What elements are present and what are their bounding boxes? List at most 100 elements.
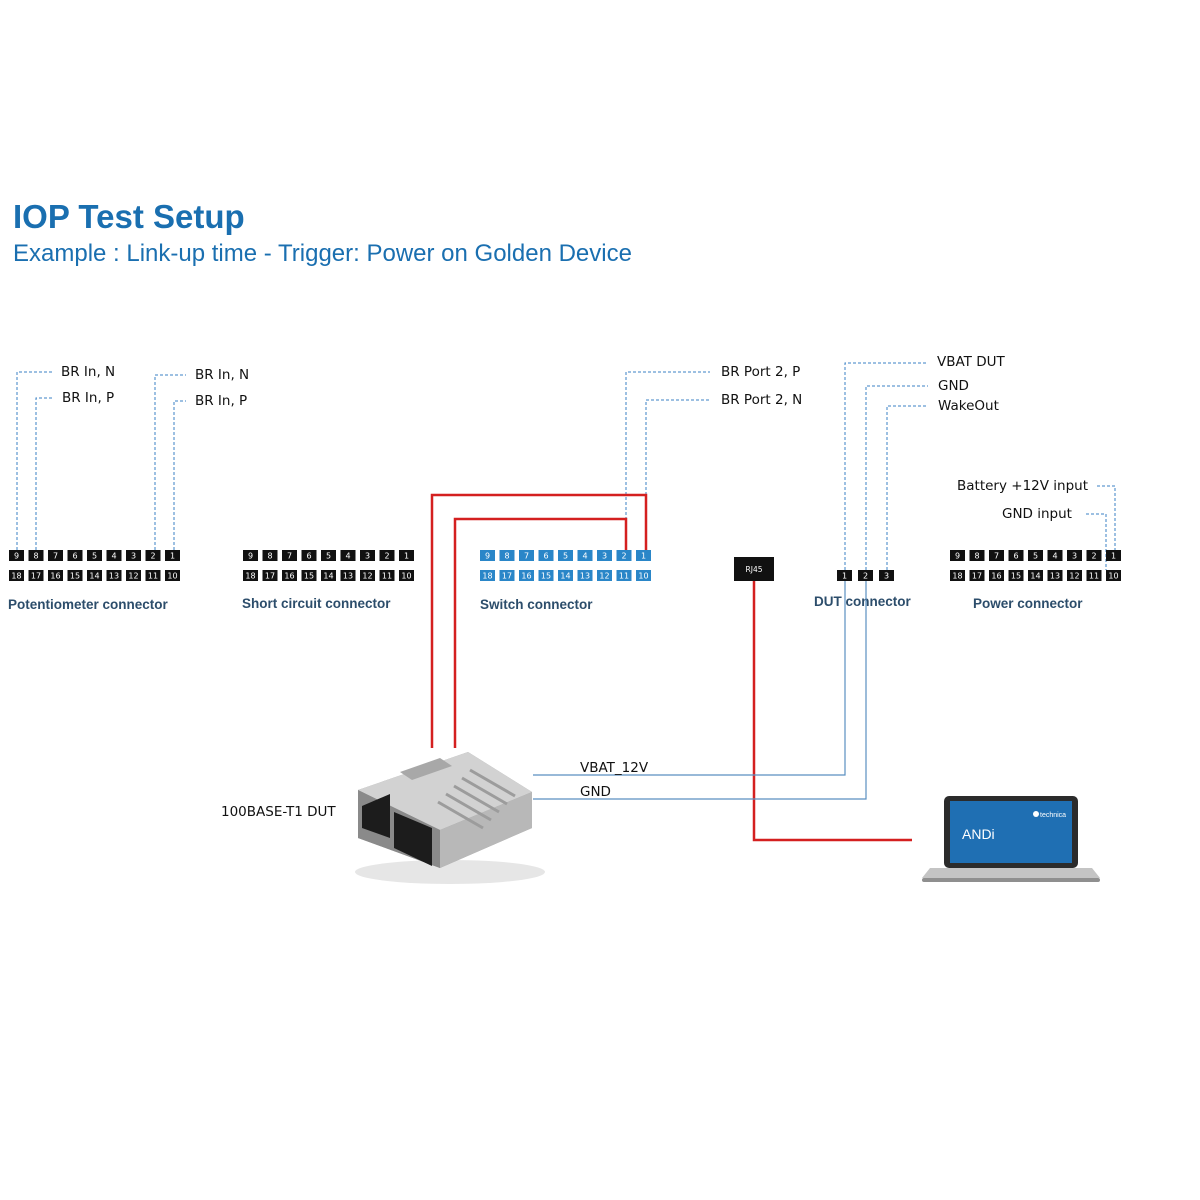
leader-dut-vbat <box>844 362 928 570</box>
short-pin-6-box <box>301 550 317 561</box>
switch-pin-10-box <box>636 570 651 581</box>
switch-pin-14-box <box>558 570 573 581</box>
power-pin-18-box <box>950 570 965 581</box>
power-pin-3: 3 <box>1072 552 1077 561</box>
short-pin-13-box <box>340 570 356 581</box>
pot-pin-18-box <box>9 570 24 581</box>
power-pin-2: 2 <box>1091 552 1096 561</box>
ecu-device-icon <box>355 752 545 884</box>
switch-pin-3-box <box>597 550 612 561</box>
dut-pin-2-box <box>858 570 873 581</box>
pot-pin-5: 5 <box>92 552 97 561</box>
short-pin-9-box <box>243 550 258 561</box>
short-pin-1: 1 <box>404 552 409 561</box>
leader-dut-gnd <box>865 385 928 570</box>
power-pin-9-box <box>950 550 965 561</box>
short-pin-10: 10 <box>401 572 411 581</box>
pot-pin-8-box <box>28 550 44 561</box>
power-pin-16: 16 <box>991 572 1001 581</box>
short-pin-7-box <box>282 550 297 561</box>
pot-pin-11: 11 <box>148 572 158 581</box>
power-pin-17-box <box>969 570 985 581</box>
power-pin-5-box <box>1028 550 1043 561</box>
switch-pin-1: 1 <box>641 552 646 561</box>
switch-pin-6: 6 <box>543 552 548 561</box>
short-pin-5-box <box>321 550 336 561</box>
label-pot-br-in-n-2: BR In, N <box>195 367 249 383</box>
power-pin-1-box <box>1106 550 1121 561</box>
short-pin-3-box <box>360 550 375 561</box>
short-pin-7: 7 <box>287 552 292 561</box>
short-pin-15: 15 <box>304 572 314 581</box>
power-pin-14-box <box>1028 570 1043 581</box>
pot-pin-15-box <box>67 570 83 581</box>
short-pin-18-box <box>243 570 258 581</box>
switch-pin-15-box <box>538 570 554 581</box>
short-pin-4-box <box>340 550 356 561</box>
pot-pin-5-box <box>87 550 102 561</box>
power-pin-12-box <box>1067 570 1082 581</box>
switch-pin-2-box <box>616 550 632 561</box>
dut-connector-label: DUT connector <box>814 594 912 609</box>
pot-pin-17-box <box>28 570 44 581</box>
power-pin-13: 13 <box>1050 572 1060 581</box>
power-pin-15: 15 <box>1011 572 1021 581</box>
dut-pin-1-box <box>837 570 852 581</box>
page-title: IOP Test Setup <box>13 198 245 235</box>
short-pin-16-box <box>282 570 297 581</box>
short-pin-14-box <box>321 570 336 581</box>
wire-gnd-label: GND <box>580 784 611 800</box>
short-pin-11: 11 <box>382 572 392 581</box>
short-pin-2: 2 <box>384 552 389 561</box>
pot-pin-14: 14 <box>89 572 99 581</box>
short-pin-11-box <box>379 570 395 581</box>
pot-pin-2-box <box>145 550 161 561</box>
pot-pin-6: 6 <box>72 552 77 561</box>
power-pin-11: 11 <box>1089 572 1099 581</box>
power-pin-2-box <box>1086 550 1102 561</box>
short-pin-10-box <box>399 570 414 581</box>
switch-pin-11: 11 <box>619 572 629 581</box>
wire-vbat <box>533 581 846 776</box>
switch-pin-18: 18 <box>482 572 492 581</box>
switch-pin-10: 10 <box>638 572 648 581</box>
pot-pin-2: 2 <box>150 552 155 561</box>
pot-pin-18: 18 <box>11 572 21 581</box>
leader-pot-p2 <box>173 400 186 550</box>
short-circuit-connector-label: Short circuit connector <box>242 596 391 611</box>
rj45-label: RJ45 <box>746 565 763 574</box>
leader-sw-n <box>645 399 710 550</box>
switch-connector-label: Switch connector <box>480 597 593 612</box>
label-dut-vbat: VBAT DUT <box>937 354 1005 370</box>
short-pin-18: 18 <box>245 572 255 581</box>
short-pin-3: 3 <box>365 552 370 561</box>
power-connector-label: Power connector <box>973 596 1083 611</box>
power-pin-4-box <box>1047 550 1063 561</box>
short-pin-8: 8 <box>267 552 272 561</box>
short-pin-16: 16 <box>284 572 294 581</box>
pot-pin-4: 4 <box>111 552 116 561</box>
dut-pin-2: 2 <box>863 572 868 581</box>
switch-pin-1-box <box>636 550 651 561</box>
switch-pin-14: 14 <box>560 572 570 581</box>
label-pot-br-in-p-1: BR In, P <box>62 390 114 406</box>
pot-pin-7-box <box>48 550 63 561</box>
switch-pin-17: 17 <box>502 572 512 581</box>
pot-pin-1-box <box>165 550 180 561</box>
label-pwr-gnd: GND input <box>1002 506 1072 522</box>
switch-pin-2: 2 <box>621 552 626 561</box>
dut-pin-3-box <box>879 570 894 581</box>
label-pot-br-in-n-1: BR In, N <box>61 364 115 380</box>
pot-pin-3: 3 <box>131 552 136 561</box>
page-subtitle: Example : Link-up time - Trigger: Power … <box>13 240 632 267</box>
switch-pin-13: 13 <box>580 572 590 581</box>
power-pin-8: 8 <box>974 552 979 561</box>
leader-pwr-battery <box>1097 485 1116 550</box>
power-pin-3-box <box>1067 550 1082 561</box>
short-pin-12-box <box>360 570 375 581</box>
switch-pin-12: 12 <box>599 572 609 581</box>
pot-pin-16: 16 <box>50 572 60 581</box>
switch-pin-13-box <box>577 570 593 581</box>
switch-pin-18-box <box>480 570 495 581</box>
power-pin-18: 18 <box>952 572 962 581</box>
